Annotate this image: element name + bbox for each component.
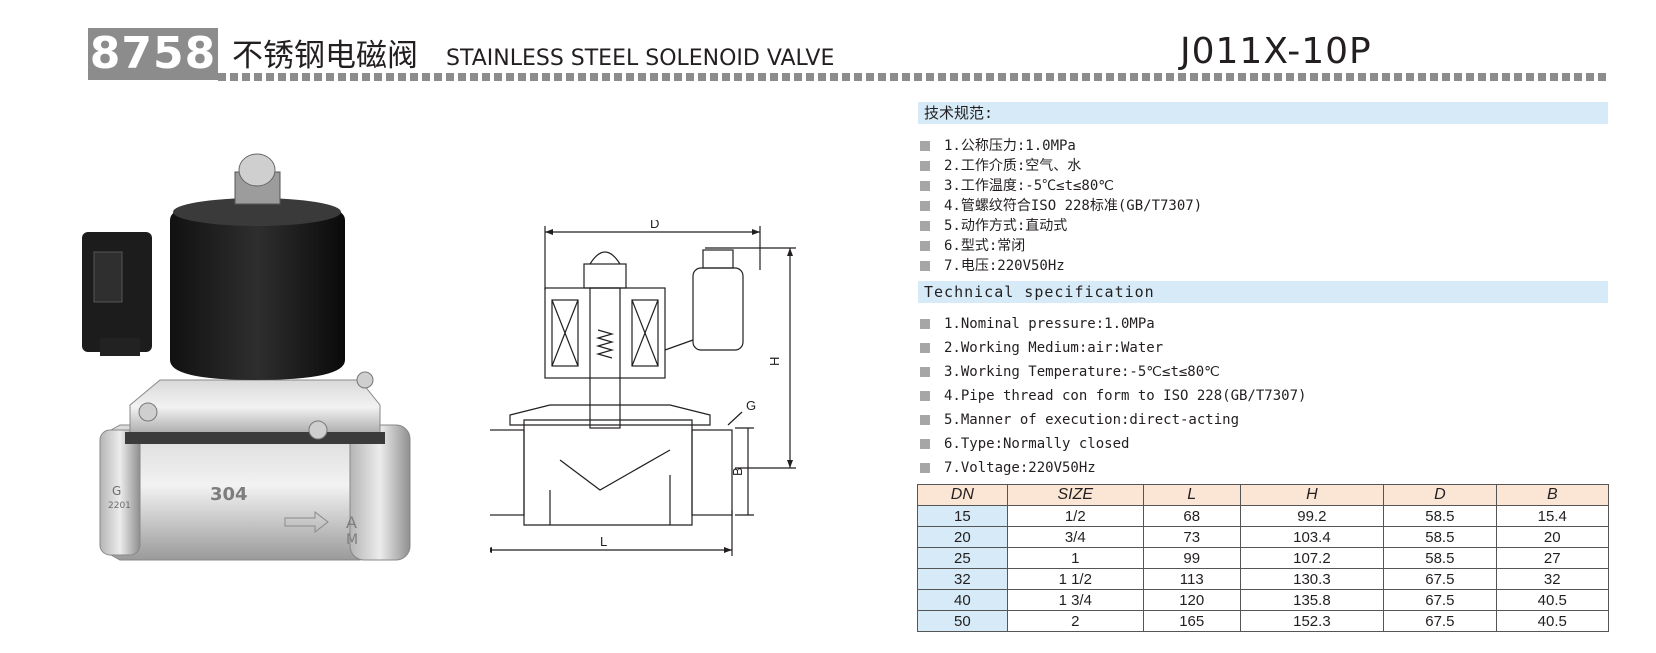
photo-mark-304: 304: [210, 484, 248, 505]
cell-d: 58.5: [1383, 547, 1497, 569]
cell-d: 58.5: [1383, 526, 1497, 548]
bullet-square-icon: [920, 241, 930, 251]
drawing-label-b: B: [730, 467, 745, 476]
cell-dn: 50: [917, 610, 1008, 632]
spec-item: 5.Manner of execution:direct-acting: [918, 408, 1306, 432]
cell-dn: 32: [917, 568, 1008, 590]
column-header-h: H: [1239, 484, 1385, 506]
spec-heading-chinese: 技术规范:: [918, 102, 1608, 124]
spec-item: 2.Working Medium:air:Water: [918, 336, 1306, 360]
cell-d: 67.5: [1383, 568, 1497, 590]
header-dotted-rule: [218, 73, 1608, 81]
cell-h: 99.2: [1239, 505, 1385, 527]
bullet-square-icon: [920, 463, 930, 473]
photo-mark-g: G: [112, 484, 121, 498]
column-header-d: D: [1383, 484, 1497, 506]
table-row: 50 2 165 152.3 67.5 40.5: [917, 610, 1610, 632]
bullet-square-icon: [920, 319, 930, 329]
spec-item: 2.工作介质:空气、水: [918, 156, 1202, 176]
cell-size: 1 1/2: [1006, 568, 1144, 590]
bullet-square-icon: [920, 181, 930, 191]
drawing-label-h: H: [767, 357, 782, 366]
bullet-square-icon: [920, 141, 930, 151]
drawing-label-g: G: [746, 398, 756, 413]
bullet-square-icon: [920, 201, 930, 211]
cell-b: 20: [1495, 526, 1610, 548]
bullet-square-icon: [920, 415, 930, 425]
cell-h: 103.4: [1239, 526, 1385, 548]
cell-b: 32: [1495, 568, 1610, 590]
spec-item: 1.Nominal pressure:1.0MPa: [918, 312, 1306, 336]
cell-d: 67.5: [1383, 589, 1497, 611]
bullet-square-icon: [920, 343, 930, 353]
cell-b: 27: [1495, 547, 1610, 569]
cell-h: 135.8: [1239, 589, 1385, 611]
spec-item: 7.Voltage:220V50Hz: [918, 456, 1306, 480]
drawing-label-d: D: [650, 220, 659, 231]
spec-item: 6.型式:常闭: [918, 236, 1202, 256]
title-chinese: 不锈钢电磁阀: [232, 38, 418, 74]
cell-d: 58.5: [1383, 505, 1497, 527]
spec-list-chinese: 1.公称压力:1.0MPa 2.工作介质:空气、水 3.工作温度:-5℃≤t≤8…: [918, 136, 1202, 276]
column-header-b: B: [1495, 484, 1610, 506]
cell-d: 67.5: [1383, 610, 1497, 632]
cell-size: 2: [1006, 610, 1144, 632]
bullet-square-icon: [920, 391, 930, 401]
cell-l: 73: [1142, 526, 1241, 548]
dimension-table: DN SIZE L H D B 15 1/2 68 99.2 58.5 15.4…: [917, 484, 1610, 632]
photo-mark-a: A: [346, 513, 357, 532]
spec-item: 3.Working Temperature:-5℃≤t≤80℃: [918, 360, 1306, 384]
cell-dn: 15: [917, 505, 1008, 527]
spec-item: 7.电压:220V50Hz: [918, 256, 1202, 276]
cell-l: 113: [1142, 568, 1241, 590]
bullet-square-icon: [920, 367, 930, 377]
photo-mark-m: M: [346, 532, 358, 548]
cell-b: 15.4: [1495, 505, 1610, 527]
table-row: 20 3/4 73 103.4 58.5 20: [917, 526, 1610, 548]
spec-item: 4.管螺纹符合ISO 228标准(GB/T7307): [918, 196, 1202, 216]
cell-l: 99: [1142, 547, 1241, 569]
drawing-label-l: L: [600, 534, 607, 549]
spec-item: 1.公称压力:1.0MPa: [918, 136, 1202, 156]
dimension-drawing: D H G B L: [490, 220, 796, 556]
bullet-square-icon: [920, 221, 930, 231]
cell-l: 120: [1142, 589, 1241, 611]
spec-list-english: 1.Nominal pressure:1.0MPa 2.Working Medi…: [918, 312, 1306, 480]
table-row: 15 1/2 68 99.2 58.5 15.4: [917, 505, 1610, 527]
cell-size: 1: [1006, 547, 1144, 569]
cell-b: 40.5: [1495, 589, 1610, 611]
cell-size: 3/4: [1006, 526, 1144, 548]
column-header-l: L: [1142, 484, 1241, 506]
cell-dn: 40: [917, 589, 1008, 611]
bullet-square-icon: [920, 161, 930, 171]
spec-item: 3.工作温度:-5℃≤t≤80℃: [918, 176, 1202, 196]
cell-b: 40.5: [1495, 610, 1610, 632]
table-header-row: DN SIZE L H D B: [917, 484, 1610, 506]
cell-size: 1/2: [1006, 505, 1144, 527]
product-code: 8758: [88, 28, 218, 80]
cell-h: 107.2: [1239, 547, 1385, 569]
bullet-square-icon: [920, 261, 930, 271]
spec-item: 5.动作方式:直动式: [918, 216, 1202, 236]
photo-mark-2201: 2201: [108, 501, 131, 511]
cell-dn: 25: [917, 547, 1008, 569]
spec-heading-english: Technical specification: [918, 281, 1608, 303]
cell-h: 152.3: [1239, 610, 1385, 632]
column-header-size: SIZE: [1006, 484, 1144, 506]
cell-dn: 20: [917, 526, 1008, 548]
table-row: 32 1 1/2 113 130.3 67.5 32: [917, 568, 1610, 590]
spec-item: 4.Pipe thread con form to ISO 228(GB/T73…: [918, 384, 1306, 408]
table-row: 25 1 99 107.2 58.5 27: [917, 547, 1610, 569]
title-english: STAINLESS STEEL SOLENOID VALVE: [446, 46, 835, 71]
table-row: 40 1 3/4 120 135.8 67.5 40.5: [917, 589, 1610, 611]
bullet-square-icon: [920, 439, 930, 449]
model-number: J011X-10P: [1180, 31, 1372, 72]
valve-photo: G 2201 304 A M: [82, 153, 411, 561]
column-header-dn: DN: [917, 484, 1008, 506]
cell-h: 130.3: [1239, 568, 1385, 590]
cell-l: 68: [1142, 505, 1241, 527]
spec-item: 6.Type:Normally closed: [918, 432, 1306, 456]
cell-size: 1 3/4: [1006, 589, 1144, 611]
cell-l: 165: [1142, 610, 1241, 632]
